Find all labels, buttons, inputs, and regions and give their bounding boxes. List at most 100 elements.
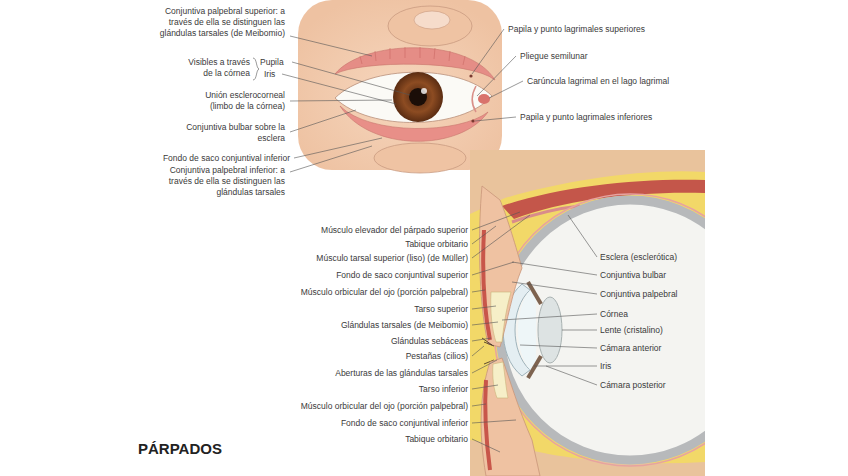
leader-line — [477, 56, 516, 96]
leader-line — [282, 74, 396, 104]
part-label: Músculo tarsal superior (liso) (de Mülle… — [228, 253, 468, 264]
part-label: Córnea — [600, 309, 705, 320]
leader-line — [472, 306, 496, 309]
leader-line — [534, 366, 597, 367]
finger — [374, 143, 466, 173]
part-label: Esclera (esclerótica) — [600, 252, 705, 263]
semilunar-fold — [472, 86, 476, 112]
part-label: Músculo orbicular del ojo (porción palpe… — [228, 287, 468, 298]
lacrimal-punctum — [471, 119, 474, 122]
part-label: Carúncula lagrimal en el lago lagrimal — [527, 76, 712, 87]
part-label: Tabique orbitario — [228, 239, 468, 250]
part-label: Lente (cristalino) — [600, 325, 705, 336]
upper-tarsus — [491, 292, 511, 342]
finger — [388, 6, 472, 46]
part-label: Conjuntiva palpebral inferior: a través … — [150, 165, 285, 198]
leader-line — [472, 385, 498, 389]
leader-line — [546, 366, 597, 385]
part-label: Tarso superior — [228, 304, 468, 315]
orbicularis-muscle — [485, 380, 490, 470]
leader-line — [562, 330, 597, 331]
leader-line — [475, 117, 516, 121]
part-label: Pestañas (cilios) — [228, 351, 468, 362]
highlight — [421, 88, 427, 94]
part-label: Glándulas sebáceas — [228, 336, 468, 347]
leader-line — [568, 215, 597, 257]
part-label: Pupila — [260, 57, 300, 68]
part-label: Visibles a través de la córnea — [178, 57, 250, 79]
part-label: Iris — [264, 69, 294, 80]
gland-line — [360, 56, 362, 64]
leader-line — [472, 226, 496, 244]
anterior-chamber — [518, 290, 536, 370]
part-label: Glándulas tarsales (de Meibomio) — [228, 320, 468, 331]
leader-line — [472, 322, 498, 325]
leader-line — [472, 420, 516, 423]
part-label: Unión esclerocorneal (limbo de la córnea… — [185, 90, 285, 112]
leader-line — [472, 262, 514, 275]
bracket — [253, 58, 259, 80]
tarsal-glands — [360, 47, 465, 65]
sagittal-section — [470, 150, 705, 476]
leader-line — [290, 110, 356, 132]
gland-line — [405, 47, 406, 58]
gland-line — [434, 48, 435, 59]
leader-line — [290, 100, 392, 101]
part-label: Tabique orbitario — [228, 434, 468, 445]
leader-line — [472, 360, 497, 373]
leader-line — [512, 262, 597, 275]
leader-line — [512, 282, 597, 294]
iris-section — [528, 356, 541, 378]
leader-line — [472, 404, 486, 406]
leader-line — [472, 29, 504, 74]
lacrimal-punctum — [469, 74, 472, 77]
pupil — [409, 88, 427, 106]
part-label: Iris — [600, 361, 705, 372]
upper-eyelid — [480, 186, 522, 347]
part-label: Conjuntiva bulbar sobre la esclera — [185, 122, 285, 144]
lower-eyelid — [481, 358, 540, 476]
lens — [538, 297, 562, 363]
part-label: Papila y punto lagrimales inferiores — [520, 112, 705, 123]
part-label: Fondo de saco conjuntival superior — [228, 270, 468, 281]
leader-line — [292, 62, 410, 95]
part-label: Fondo de saco conjuntival inferior — [120, 153, 290, 164]
fingernail — [414, 11, 450, 29]
leader-line — [472, 338, 491, 341]
leader-line — [502, 314, 597, 320]
part-label: Músculo orbicular del ojo (porción palpe… — [228, 401, 468, 412]
eyelash — [484, 342, 494, 346]
part-label: Conjuntiva palpebral superior: a través … — [140, 6, 285, 39]
eyelashes — [482, 338, 494, 364]
diagram-title: PÁRPADOS — [138, 440, 222, 457]
leader-line — [472, 212, 520, 230]
part-label: Fondo de saco conjuntival inferior — [228, 418, 468, 429]
part-label: Aberturas de las glándulas tarsales — [228, 368, 468, 379]
part-label: Músculo elevador del párpado superior — [228, 225, 468, 236]
eyeball-sclera — [500, 200, 705, 460]
gland-line — [449, 51, 450, 61]
part-label: Papila y punto lagrimales superiores — [508, 24, 693, 35]
part-label: Conjuntiva bulbar — [600, 270, 705, 281]
leader-line — [294, 138, 382, 158]
sclera-visible — [335, 72, 492, 122]
gland-line — [390, 48, 391, 59]
lower-tarsus — [493, 362, 508, 398]
iris — [393, 72, 443, 122]
gland-line — [375, 51, 376, 61]
gland-line — [420, 47, 421, 58]
leader-line — [520, 345, 597, 348]
leader-line — [489, 81, 523, 98]
leader-line — [472, 346, 484, 356]
leader-line — [472, 215, 530, 258]
leader-line — [290, 146, 372, 172]
leader-line — [472, 439, 500, 452]
gland-line — [463, 56, 465, 65]
part-label: Cámara posterior — [600, 380, 705, 391]
leader-line — [290, 36, 372, 56]
part-label: Cámara anterior — [600, 343, 705, 354]
part-label: Conjuntiva palpebral — [600, 289, 705, 300]
caruncle — [478, 94, 490, 104]
leader-line — [472, 290, 485, 292]
